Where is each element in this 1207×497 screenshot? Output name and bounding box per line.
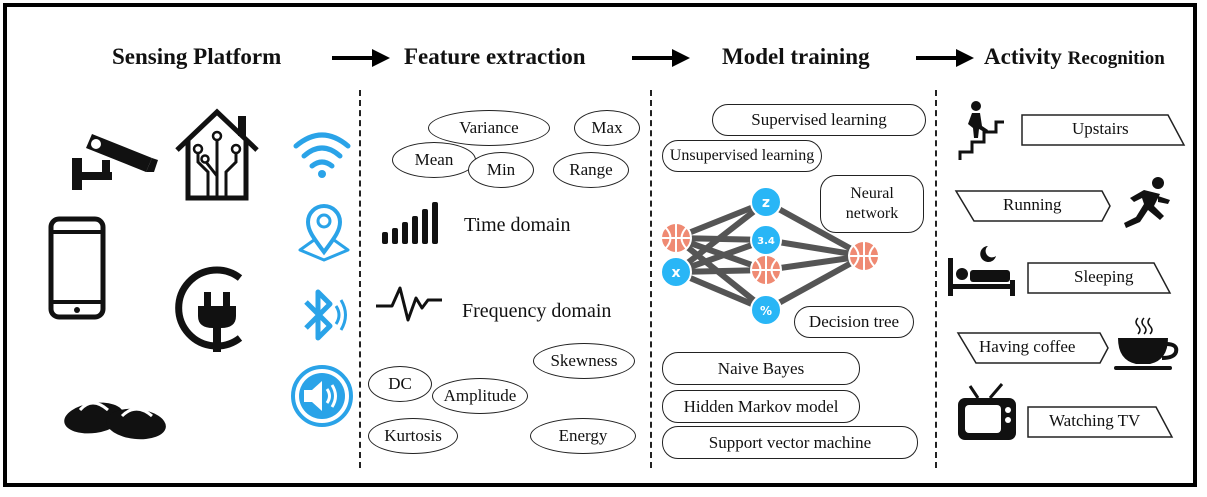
pipeline-arrow-2 — [632, 49, 690, 67]
tag-shape-sleeping — [1027, 262, 1172, 294]
feature-skewness: Skewness — [533, 343, 635, 379]
time-domain-label: Time domain — [464, 214, 571, 236]
header-activity-sub: Recognition — [1067, 48, 1165, 69]
smart-home-icon — [175, 108, 259, 201]
sleeping-person-icon — [948, 246, 1015, 296]
activity-watching-tv: Watching TV — [1049, 411, 1141, 430]
node-label-34: 3.4 — [757, 236, 775, 247]
bluetooth-icon — [304, 289, 347, 341]
header-activity-main: Activity — [984, 44, 1062, 69]
node-input-x: x — [660, 256, 692, 288]
model-svm: Support vector machine — [662, 426, 918, 459]
activity-having-coffee: Having coffee — [979, 337, 1076, 356]
coffee-cup-icon — [1114, 317, 1179, 370]
feature-dc: DC — [368, 366, 432, 402]
separator-1 — [359, 90, 361, 468]
smartphone-icon — [48, 216, 106, 320]
feature-variance: Variance — [428, 110, 550, 146]
wifi-icon — [293, 132, 351, 178]
feature-max: Max — [574, 110, 640, 146]
power-plug-icon — [175, 266, 243, 352]
header-feature-extraction: Feature extraction — [404, 44, 586, 69]
ball-node-output — [848, 240, 880, 272]
model-hidden-markov: Hidden Markov model — [662, 390, 860, 423]
tag-shape-coffee — [956, 332, 1109, 364]
activity-upstairs: Upstairs — [1072, 119, 1129, 138]
running-person-icon — [1124, 177, 1170, 228]
header-activity-recognition: Activity Recognition — [984, 42, 1165, 74]
feature-amplitude: Amplitude — [432, 378, 528, 414]
signal-bars-icon — [382, 202, 438, 244]
node-label-x: x — [671, 265, 680, 281]
security-camera-icon — [72, 134, 158, 190]
model-neural-network: Neural network — [820, 175, 924, 233]
tag-shape-upstairs — [1021, 114, 1186, 146]
node-label-percent: % — [760, 304, 772, 318]
feature-energy: Energy — [530, 418, 636, 454]
separator-3 — [935, 90, 937, 468]
header-model-training: Model training — [722, 44, 870, 69]
location-pin-icon — [298, 204, 350, 262]
activity-running: Running — [1003, 195, 1062, 214]
ball-node-input-1 — [660, 222, 692, 254]
waveform-icon — [376, 286, 442, 322]
feature-range: Range — [553, 152, 629, 188]
feature-kurtosis: Kurtosis — [368, 418, 458, 454]
separator-2 — [650, 90, 652, 468]
tag-shape-tv — [1027, 406, 1174, 438]
activity-sleeping: Sleeping — [1074, 267, 1134, 286]
stairs-person-icon — [958, 101, 1004, 160]
feature-mean: Mean — [392, 142, 476, 178]
node-hidden-percent: % — [750, 294, 782, 326]
speaker-icon — [291, 365, 353, 427]
model-unsupervised-learning: Unsupervised learning — [662, 140, 822, 172]
header-sensing-platform: Sensing Platform — [112, 44, 282, 69]
tag-shape-running — [954, 190, 1111, 222]
pipeline-arrow-3 — [916, 49, 974, 67]
slippers-icon — [64, 401, 166, 440]
node-hidden-34: 3.4 — [750, 224, 782, 256]
ball-node-hidden — [750, 254, 782, 286]
node-hidden-z: z — [750, 186, 782, 218]
pipeline-arrow-1 — [332, 49, 390, 67]
model-supervised-learning: Supervised learning — [712, 104, 926, 136]
neural-network-graph: x z 3.4 % — [660, 186, 880, 326]
television-icon — [958, 383, 1016, 440]
feature-min: Min — [468, 152, 534, 188]
diagram-frame — [3, 3, 1197, 487]
model-naive-bayes: Naive Bayes — [662, 352, 860, 385]
frequency-domain-label: Frequency domain — [462, 300, 612, 322]
model-decision-tree: Decision tree — [794, 306, 914, 338]
node-label-z: z — [762, 195, 770, 211]
